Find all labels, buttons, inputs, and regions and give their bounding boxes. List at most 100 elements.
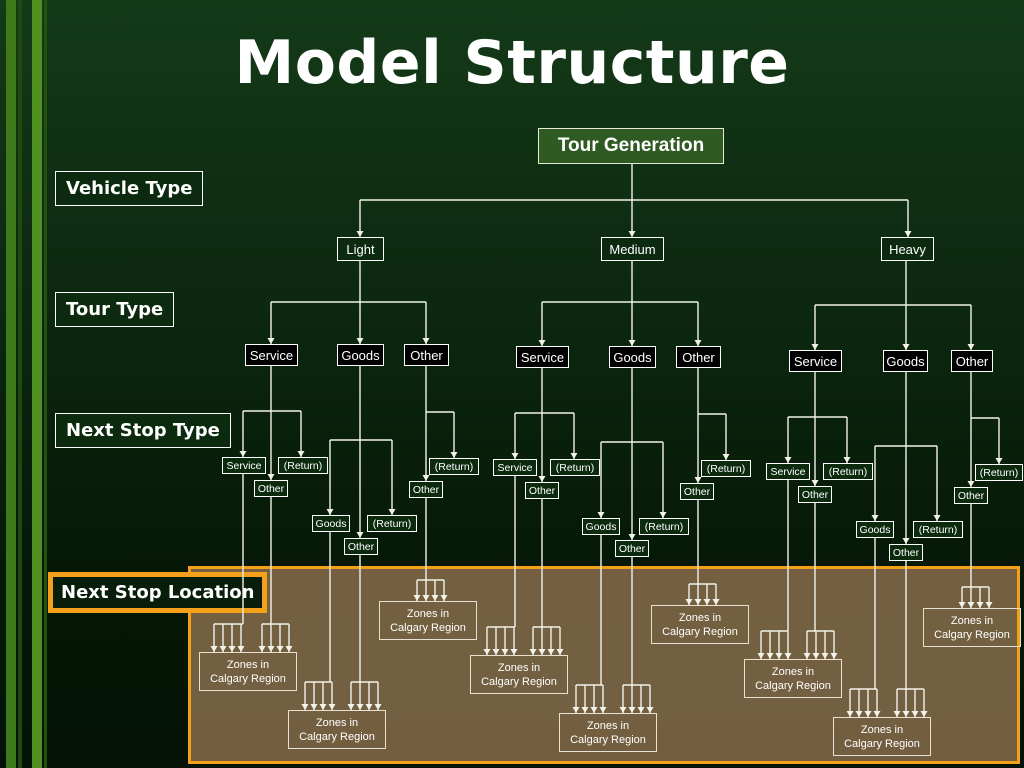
zone-line2: Calgary Region: [934, 628, 1010, 641]
arrow-head: [347, 704, 355, 710]
arrow-head: [356, 231, 364, 237]
arrow-head: [237, 646, 245, 652]
arrow-head: [821, 653, 829, 659]
arrow-head: [590, 707, 598, 713]
arrow-head: [547, 649, 555, 655]
arrow-head: [920, 711, 928, 717]
arrow-head: [958, 602, 966, 608]
arrow-head: [388, 509, 396, 515]
arrow-head: [659, 512, 667, 518]
arrow-head: [413, 595, 421, 601]
arrow-head: [646, 707, 654, 713]
arrow-head: [830, 653, 838, 659]
level-label-next-stop-location: Next Stop Location: [48, 572, 268, 613]
arrow-head: [319, 704, 327, 710]
arrow-head: [570, 453, 578, 459]
arrow-head: [766, 653, 774, 659]
arrow-head: [501, 649, 509, 655]
arrow-head: [581, 707, 589, 713]
tour-heavy-other: Other: [951, 350, 993, 372]
arrow-head: [228, 646, 236, 652]
ns-light-goods-other: Other: [344, 538, 378, 555]
zone-line1: Zones in: [586, 719, 630, 732]
ns-medium-service-service: Service: [493, 459, 537, 476]
ns-heavy-goods-other: Other: [889, 544, 923, 561]
arrow-head: [712, 599, 720, 605]
ns-medium-service-other: Other: [525, 482, 559, 499]
zone-line1: Zones in: [497, 661, 541, 674]
arrow-head: [619, 707, 627, 713]
ns-heavy-service-service: Service: [766, 463, 810, 480]
zone-line2: Calgary Region: [390, 621, 466, 634]
arrow-head: [285, 646, 293, 652]
arrow-head: [258, 646, 266, 652]
arrow-head: [356, 532, 364, 538]
zone-line2: Calgary Region: [299, 730, 375, 743]
arrow-head: [864, 711, 872, 717]
arrow-head: [267, 474, 275, 480]
arrow-head: [902, 344, 910, 350]
arrow-head: [902, 538, 910, 544]
arrow-head: [356, 704, 364, 710]
ns-medium-service-return: (Return): [550, 459, 600, 476]
arrow-head: [556, 649, 564, 655]
ns-medium-goods-other: Other: [615, 540, 649, 557]
zone-line2: Calgary Region: [210, 672, 286, 685]
arrow-head: [597, 512, 605, 518]
zone-line2: Calgary Region: [662, 625, 738, 638]
arrow-head: [967, 602, 975, 608]
arrow-head: [365, 704, 373, 710]
arrow-head: [871, 515, 879, 521]
arrow-head: [904, 231, 912, 237]
zone-line1: Zones in: [315, 716, 359, 729]
zone-line2: Calgary Region: [755, 679, 831, 692]
arrow-head: [685, 599, 693, 605]
arrow-head: [511, 453, 519, 459]
arrow-head: [757, 653, 765, 659]
ns-heavy-service-return: (Return): [823, 463, 873, 480]
decorative-stripes: [6, 0, 47, 768]
ns-heavy-service-other: Other: [798, 486, 832, 503]
arrow-head: [267, 646, 275, 652]
ns-light-service-return: (Return): [278, 457, 328, 474]
arrow-head: [637, 707, 645, 713]
arrow-head: [694, 477, 702, 483]
arrow-head: [811, 480, 819, 486]
arrow-head: [775, 653, 783, 659]
arrow-head: [422, 475, 430, 481]
next-stop-location-region: [188, 566, 1020, 764]
zone-line2: Calgary Region: [570, 733, 646, 746]
zone-line1: Zones in: [950, 614, 994, 627]
arrow-head: [694, 340, 702, 346]
level-label-vehicle-type: Vehicle Type: [55, 171, 204, 206]
vehicle-light-box: Light: [337, 237, 384, 261]
arrow-head: [995, 458, 1003, 464]
arrow-head: [694, 599, 702, 605]
ns-light-service-other: Other: [254, 480, 288, 497]
ns-medium-goods-return: (Return): [639, 518, 689, 535]
arrow-head: [210, 646, 218, 652]
arrow-head: [628, 534, 636, 540]
vehicle-medium-box: Medium: [601, 237, 664, 261]
arrow-head: [703, 599, 711, 605]
arrow-head: [811, 344, 819, 350]
arrow-head: [893, 711, 901, 717]
arrow-head: [628, 340, 636, 346]
tour-medium-service: Service: [516, 346, 569, 368]
zone-line2: Calgary Region: [844, 737, 920, 750]
level-label-tour-type: Tour Type: [55, 292, 175, 327]
tour-light-goods: Goods: [337, 344, 384, 366]
arrow-head: [510, 649, 518, 655]
arrow-head: [967, 344, 975, 350]
vehicle-heavy-box: Heavy: [881, 237, 934, 261]
arrow-head: [902, 711, 910, 717]
arrow-head: [855, 711, 863, 717]
